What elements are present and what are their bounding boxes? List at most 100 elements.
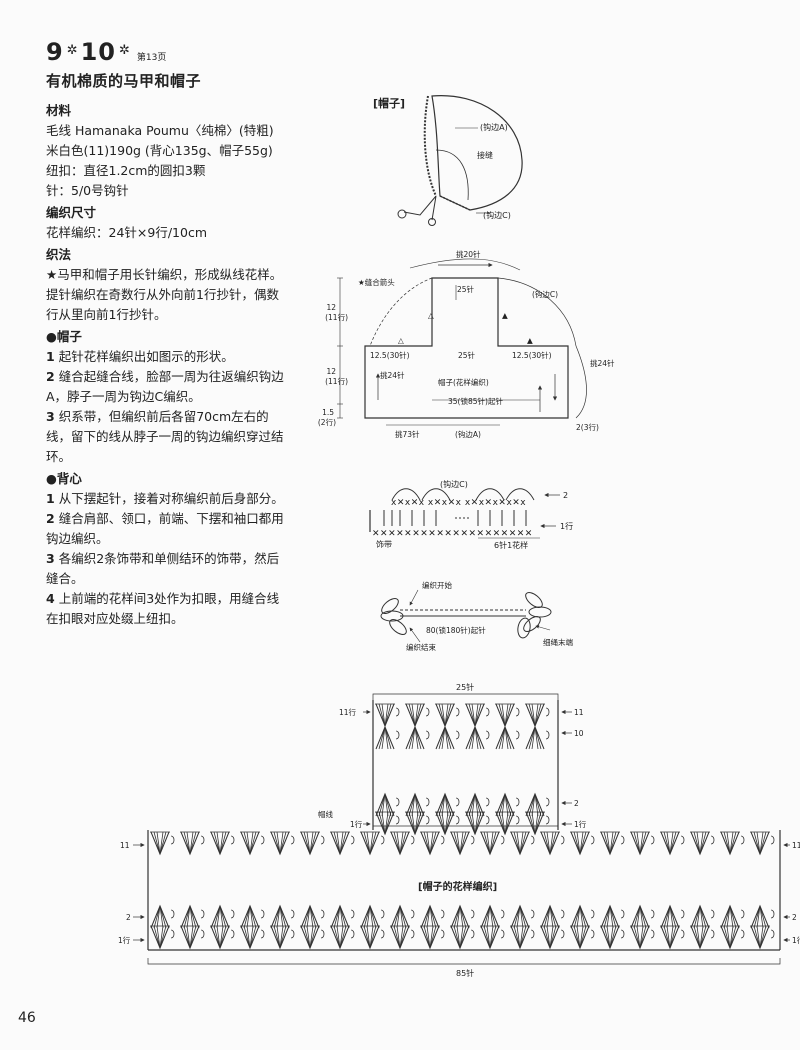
chain-symbol xyxy=(320,929,325,939)
chain-symbol xyxy=(455,797,460,807)
chain-symbol xyxy=(260,909,265,919)
svg-text:2(3行): 2(3行) xyxy=(576,422,599,432)
chain-symbol xyxy=(515,730,520,740)
stitch-symbol xyxy=(494,703,516,727)
svg-text:[帽子的花样编织]: [帽子的花样编织] xyxy=(418,880,497,893)
svg-text:▲: ▲ xyxy=(527,336,533,345)
gauge-text: 花样编织：24针×9行/10cm xyxy=(46,225,207,240)
stitch-symbol xyxy=(495,726,515,750)
svg-text:(钩边A): (钩边A) xyxy=(455,429,481,439)
stitch-symbol xyxy=(450,905,470,929)
stitch-symbol xyxy=(629,925,651,949)
svg-text:11: 11 xyxy=(574,708,584,717)
stitch-symbol xyxy=(719,925,741,949)
chain-symbol xyxy=(740,909,745,919)
chain-symbol xyxy=(770,929,775,939)
stitch-symbol xyxy=(270,905,290,929)
chain-symbol xyxy=(650,835,655,845)
stitch-symbol xyxy=(449,925,471,949)
stitch-symbol xyxy=(419,925,441,949)
stitch-symbol xyxy=(359,831,381,855)
svg-text:11行: 11行 xyxy=(339,707,357,717)
stitch-symbol xyxy=(659,831,681,855)
svg-text:编织开始: 编织开始 xyxy=(422,580,452,590)
stitch-symbol xyxy=(630,905,650,929)
stitch-symbol xyxy=(480,905,500,929)
chain-symbol xyxy=(320,835,325,845)
hat-edge-a: (钩边A) xyxy=(480,122,508,132)
page-number: 46 xyxy=(18,1010,36,1026)
svg-text:2: 2 xyxy=(563,491,568,500)
stitch-symbol xyxy=(210,905,230,929)
text-column: 9 ✲ 10 ✲ 第13页 有机棉质的马甲和帽子 材料 毛线 Hamanaka … xyxy=(46,38,286,629)
stitch-symbol xyxy=(239,831,261,855)
stitch-symbol xyxy=(629,831,651,855)
svg-text:1行: 1行 xyxy=(350,819,363,829)
chain-symbol xyxy=(350,929,355,939)
stitch-symbol xyxy=(569,925,591,949)
svg-text:▲: ▲ xyxy=(502,311,508,320)
stitch-symbol xyxy=(434,703,456,727)
stitch-symbol xyxy=(659,925,681,949)
chain-symbol xyxy=(650,909,655,919)
chain-symbol xyxy=(530,929,535,939)
pattern-header: 9 ✲ 10 ✲ 第13页 xyxy=(46,38,286,66)
edge-c-chart: (钩边C) x✕x✕x x✕x✕x x✕x✕x✕x✕x ✕✕✕✕✕✕✕✕✕✕✕✕… xyxy=(369,479,573,550)
chain-symbol xyxy=(680,835,685,845)
chain-symbol xyxy=(500,909,505,919)
chain-symbol xyxy=(770,835,775,845)
stitch-symbol xyxy=(524,811,546,835)
chain-symbol xyxy=(740,929,745,939)
stitch-symbol xyxy=(525,793,545,817)
gauge-heading: 编织尺寸 xyxy=(46,205,97,220)
tie-chart: 编织开始 80(锁180针)起针 编织结束 细绳末端 xyxy=(380,580,573,652)
chain-symbol xyxy=(500,929,505,939)
svg-text:帽子(花样编织): 帽子(花样编织) xyxy=(438,377,489,387)
svg-text:2: 2 xyxy=(792,913,797,922)
chain-symbol xyxy=(740,835,745,845)
stitch-symbol xyxy=(209,831,231,855)
chain-symbol xyxy=(440,835,445,845)
stitch-symbol xyxy=(569,831,591,855)
stitch-symbol xyxy=(449,831,471,855)
materials-heading: 材料 xyxy=(46,103,72,118)
svg-text:帽线: 帽线 xyxy=(318,809,333,819)
stitch-symbol xyxy=(375,793,395,817)
hat-fig-title: [帽子] xyxy=(373,96,405,110)
stitch-symbol xyxy=(375,726,395,750)
chain-symbol xyxy=(770,909,775,919)
svg-text:1行: 1行 xyxy=(560,521,573,531)
chain-symbol xyxy=(560,929,565,939)
chain-symbol xyxy=(380,835,385,845)
chain-symbol xyxy=(395,707,400,717)
chain-symbol xyxy=(470,835,475,845)
stitch-symbol xyxy=(435,793,455,817)
page-title: 有机棉质的马甲和帽子 xyxy=(46,72,202,90)
chain-symbol xyxy=(470,909,475,919)
vest-heading: ●背心 xyxy=(46,471,82,486)
hat-schematic-labels: 挑20针 ★缝合箭头 25针 (钩边C) 12 (11行) 12 (11行) 1… xyxy=(318,249,615,439)
svg-text:1行: 1行 xyxy=(792,935,800,945)
svg-text:6针1花样: 6针1花样 xyxy=(494,540,528,550)
chain-symbol xyxy=(455,730,460,740)
chain-symbol xyxy=(350,909,355,919)
svg-text:11: 11 xyxy=(120,841,130,850)
svg-text:(钩边C): (钩边C) xyxy=(440,479,468,489)
stitch-symbol xyxy=(404,811,426,835)
chain-symbol xyxy=(380,929,385,939)
pattern-number-2: 10 xyxy=(80,38,117,66)
stitch-symbol xyxy=(495,793,515,817)
stitch-symbol xyxy=(690,905,710,929)
svg-text:1行: 1行 xyxy=(118,935,131,945)
materials-yarn: 毛线 Hamanaka Poumu〈纯棉〉(特粗)米白色(11)190g (背心… xyxy=(46,123,274,158)
page-ref: 第13页 xyxy=(136,53,167,63)
chain-symbol xyxy=(170,909,175,919)
materials-buttons: 纽扣：直径1.2cm的圆扣3颗 xyxy=(46,163,206,178)
svg-text:饰带: 饰带 xyxy=(376,539,392,549)
chain-symbol xyxy=(200,835,205,845)
star-icon: ✲ xyxy=(119,43,130,58)
